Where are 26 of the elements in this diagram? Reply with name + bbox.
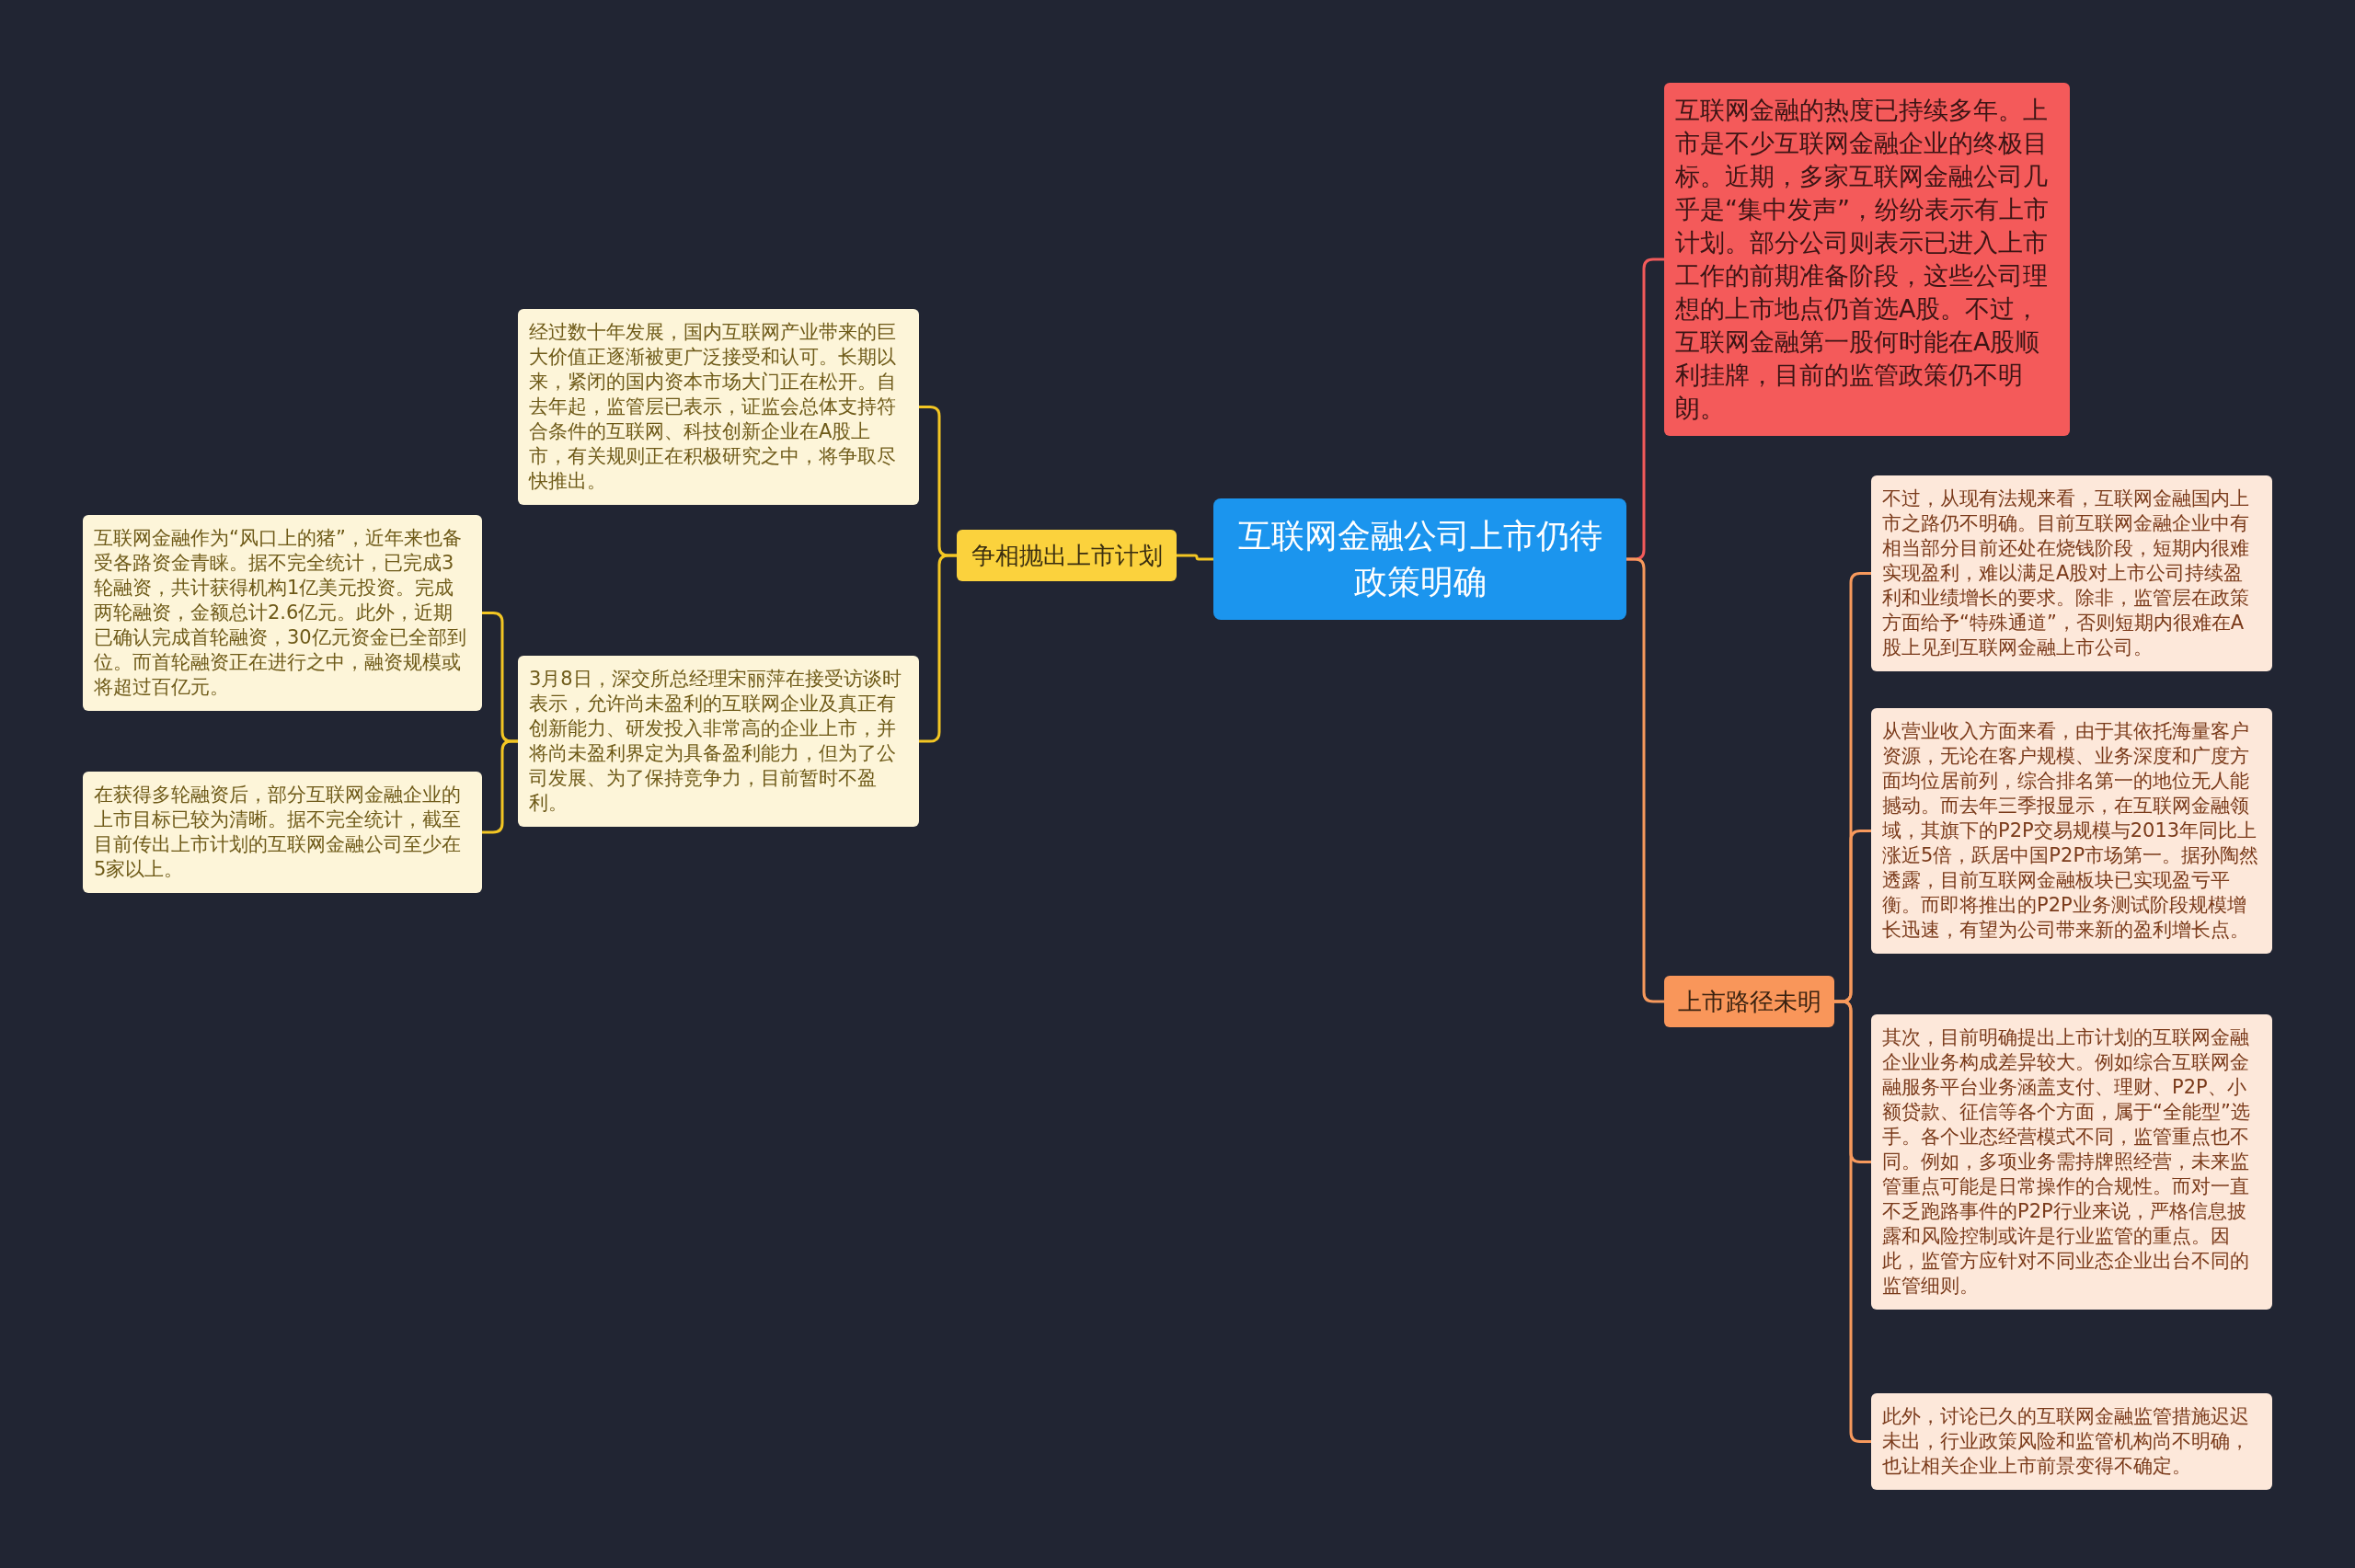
connector-line [482,739,518,834]
note-text: 此外，讨论已久的互联网金融监管措施迟迟未出，行业政策风险和监管机构尚不明确，也让相关企业上市前景变得不确定。 [1882,1404,2250,1479]
note-card [83,515,482,711]
note-text: 经过数十年发展，国内互联网产业带来的巨大价值正逐渐被更广泛接受和认可。长期以来，紧闭的国内资本市场大门正在松开。自去年起，监管层已表示，证监会总体支持符合条件的互联网、科技创新企业在A股上市，有关规则正在积极研究之中，将争取尽快推出。 [529,320,897,494]
branch-label: 争相抛出上市计划 [970,541,1164,571]
topic-box [1213,498,1626,620]
branch-label: 上市路径未明 [1676,987,1822,1017]
note-text: 在获得多轮融资后，部分互联网金融企业的上市目标已较为清晰。据不完全统计，截至目前传出上市计划的互联网金融公司至少在5家以上。 [94,783,462,882]
note-card [518,656,919,827]
note-card [518,309,919,505]
branch-box [1664,976,1834,1027]
note-text: 不过，从现有法规来看，互联网金融国内上市之路仍不明确。目前互联网金融企业中有相当部分目前还处在烧钱阶段，短期内很难实现盈利，难以满足A股对上市公司持续盈利和业绩增长的要求。除非，监管层在政策方面给予“特殊通道”，否则短期内很难在A股上见到互联网金融上市公司。 [1882,486,2250,660]
note-text: 从营业收入方面来看，由于其依托海量客户资源，无论在客户规模、业务深度和广度方面均位居前列，综合排名第一的地位无人能撼动。而去年三季报显示，在互联网金融领域，其旗下的P2P交易规模与2013年同比上涨近5倍，跃居中国P2P市场第一。据孙陶然透露，目前互联网金融板块已实现盈亏平衡。而即将推出的P2P业务测试阶段规模增长迅速，有望为公司带来新的盈利增长点。 [1882,719,2260,943]
connector-line [919,554,957,743]
note-text: 3月8日，深交所总经理宋丽萍在接受访谈时表示，允许尚未盈利的互联网企业及真正有创新能力、研发投入非常高的企业上市，并将尚未盈利界定为具备盈利能力，但为了公司发展、为了保持竞争力，目前暂时不盈利。 [529,667,902,816]
note-text: 其次，目前明确提出上市计划的互联网金融企业业务构成差异较大。例如综合互联网金融服务平台业务涵盖支付、理财、P2P、小额贷款、征信等各个方面，属于“全能型”选手。各个业态经营模式不同，监管重点也不同。例如，多项业务需持牌照经营，未来监管重点可能是日常操作的合规性。而对一直不乏跑路事件的P2P行业来说，严格信息披露和风险控制或许是行业监管的重点。因此，监管方应针对不同业态企业出台不同的监管细则。 [1882,1025,2251,1299]
branch-box [957,530,1177,581]
note-card [1871,475,2272,671]
note-card [83,772,482,893]
connector-line [1834,1000,1871,1443]
note-text: 互联网金融的热度已持续多年。上市是不少互联网金融企业的终极目标。近期，多家互联网金融公司几乎是“集中发声”，纷纷表示有上市计划。部分公司则表示已进入上市工作的前期准备阶段，这些公司理想的上市地点仍首选A股。不过，互联网金融第一股何时能在A股顺利挂牌，目前的监管政策仍不明朗。 [1675,95,2050,424]
topic-title: 互联网金融公司上市仍待政策明确 [1236,516,1603,602]
note-card [1871,1393,2272,1490]
connector-line [1177,554,1213,561]
connector-line [1626,557,1664,1003]
note-text: 互联网金融作为“风口上的猪”，近年来也备受各路资金青睐。据不完全统计，已完成3轮融资，共计获得机构1亿美元投资。完成两轮融资，金额总计2.6亿元。此外，近期已确认完成首轮融资，30亿元资金已全部到位。而首轮融资正在进行之中，融资规模或将超过百亿元。 [94,526,467,700]
